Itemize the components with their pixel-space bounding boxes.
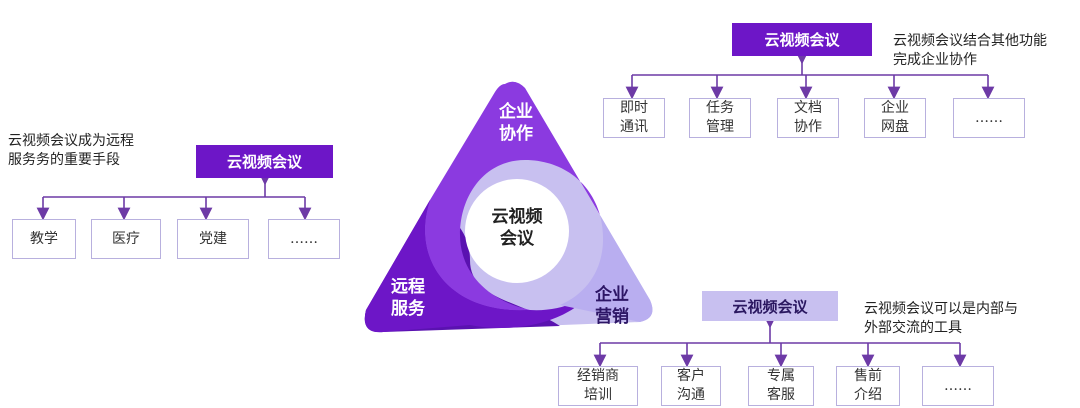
left-child-medical: 医疗 — [91, 219, 161, 259]
center-circle — [465, 179, 569, 283]
segment-remote-label: 远程 服务 — [391, 277, 425, 319]
left-child-teaching: 教学 — [12, 219, 76, 259]
bottom-right-child-presale: 售前介绍 — [836, 366, 900, 406]
bottom-right-child-service: 专属客服 — [748, 366, 814, 406]
top-right-child-task: 任务管理 — [689, 98, 751, 138]
segment-marketing-swirl — [560, 215, 653, 322]
left-note: 云视频会议成为远程 服务务的重要手段 — [8, 133, 134, 168]
left-title: 云视频会议 — [196, 145, 333, 178]
top-right-title: 云视频会议 — [732, 23, 872, 56]
bottom-right-note: 云视频会议可以是内部与 外部交流的工具 — [864, 301, 1018, 336]
bottom-right-child-dealer: 经销商培训 — [558, 366, 638, 406]
left-child-more: …… — [268, 219, 340, 259]
left-child-party: 党建 — [177, 219, 249, 259]
center-label: 云视频 会议 — [491, 207, 543, 249]
top-right-child-im: 即时通讯 — [603, 98, 665, 138]
bottom-right-child-customer: 客户沟通 — [661, 366, 721, 406]
top-right-note: 云视频会议结合其他功能 完成企业协作 — [893, 33, 1047, 68]
bottom-right-child-more: …… — [922, 366, 994, 406]
segment-remote-swirl — [364, 200, 600, 333]
bottom-right-title: 云视频会议 — [702, 291, 838, 321]
top-right-child-more: …… — [953, 98, 1025, 138]
top-right-child-disk: 企业网盘 — [864, 98, 926, 138]
top-right-child-doc: 文档协作 — [777, 98, 839, 138]
segment-collab-shape — [424, 81, 600, 311]
segment-collab-label: 企业 协作 — [499, 102, 533, 144]
segment-marketing-label: 企业 营销 — [595, 285, 629, 327]
